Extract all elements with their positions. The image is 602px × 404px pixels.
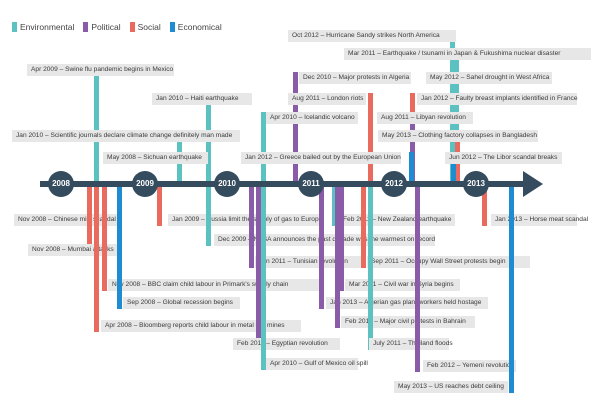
event-label: Aug 2011 – Libyan revolution: [377, 112, 473, 124]
legend-swatch: [169, 22, 175, 32]
year-marker-2010: 2010: [214, 171, 240, 197]
year-marker-2008: 2008: [48, 171, 74, 197]
event-label: Dec 2010 – Major protests in Algeria: [299, 72, 411, 84]
event-label: Jan 2009 – Russia limit the supply of ga…: [168, 214, 322, 226]
event-label: May 2012 – Sahel drought in West Africa: [426, 72, 552, 84]
event-bar: [102, 184, 107, 291]
event-label: Sep 2011 – Occupy Wall Street protests b…: [367, 256, 530, 268]
event-label: Feb 2012 – Yemeni revolution: [423, 360, 516, 372]
legend-label: Political: [91, 22, 121, 32]
event-label: Feb 2011 – New Zealand earthquake: [339, 214, 455, 226]
year-marker-2009: 2009: [132, 171, 158, 197]
legend-item-env: Environmental: [12, 22, 74, 32]
event-label: Jan 2013 – Horse meat scandal: [491, 214, 588, 226]
event-bar: [319, 184, 324, 309]
event-label: Jan 2010 – Scientific journals declare c…: [12, 130, 240, 142]
event-bar: [451, 152, 456, 184]
legend-item-eco: Economical: [169, 22, 222, 32]
year-marker-2012: 2012: [381, 171, 407, 197]
event-label: Nov 2008 – BBC claim child labour in Pri…: [108, 279, 324, 291]
legend-swatch: [12, 22, 17, 32]
legend-item-pol: Political: [83, 22, 121, 32]
legend-label: Social: [137, 22, 161, 32]
event-bar: [261, 112, 266, 184]
event-label: May 2008 – Sichuan earthquake: [103, 152, 208, 164]
event-bar: [206, 184, 211, 246]
event-label: Apr 2010 – Gulf of Mexico oil spill: [266, 358, 368, 370]
event-bar: [335, 184, 340, 328]
event-bar: [450, 30, 455, 184]
event-label: May 2013 – Clothing factory collapses in…: [378, 130, 538, 142]
event-bar: [332, 184, 337, 226]
event-label: Mar 2011 – Earthquake / tsunami in Japan…: [344, 48, 591, 60]
event-label: Nov 2008 – Chinese milk scandal: [14, 214, 118, 226]
event-label: Apr 2008 – Bloomberg reports child labou…: [101, 320, 301, 332]
event-bar: [293, 72, 298, 184]
event-bar: [339, 184, 344, 291]
event-label: Jan 2012 – Greece bailed out by the Euro…: [241, 152, 401, 164]
event-bar: [261, 184, 266, 370]
event-bar: [361, 184, 366, 268]
event-label: Oct 2012 – Hurricane Sandy strikes North…: [288, 30, 456, 42]
event-bar: [157, 184, 162, 226]
legend-swatch: [129, 22, 135, 32]
event-label: Feb 2011 – Egyptian revolution: [233, 338, 340, 350]
legend-swatch: [83, 22, 89, 32]
event-bar: [415, 184, 420, 372]
event-bar: [94, 184, 99, 332]
legend-item-soc: Social: [129, 22, 161, 32]
year-marker-2011: 2011: [298, 171, 324, 197]
event-label: Dec 2009 – NASA announces the past decad…: [214, 234, 435, 246]
event-label: Mar 2011 – Civil war in Syria begins: [345, 279, 460, 291]
event-bar: [256, 184, 261, 350]
event-label: Sep 2008 – Global recession begins: [123, 297, 240, 309]
legend-label: Economical: [177, 22, 222, 32]
event-bar: [87, 184, 92, 256]
event-bar: [368, 93, 373, 184]
event-label: Feb 2011 – Major civil protests in Bahra…: [341, 316, 475, 328]
event-label: July 2011 – Thailand floods: [369, 338, 453, 350]
event-bar: [368, 184, 373, 350]
event-bar: [94, 64, 99, 184]
event-bar: [482, 184, 487, 226]
event-label: May 2013 – US reaches debt ceiling: [394, 381, 508, 393]
event-label: Aug 2011 – London riots: [288, 93, 366, 105]
legend-label: Environmental: [20, 22, 75, 32]
event-bar: [117, 184, 122, 309]
legend: Environmental Political Social Economical: [12, 20, 231, 34]
event-bar: [509, 184, 514, 393]
event-label: Jan 2013 – Algerian gas plant workers he…: [326, 297, 488, 309]
year-marker-2013: 2013: [463, 171, 489, 197]
event-label: Jan 2010 – Haiti earthquake: [152, 93, 252, 105]
event-label: Apr 2010 – Icelandic volcano: [266, 112, 358, 124]
event-bar: [94, 152, 99, 184]
event-label: Jan 2012 – Faulty breast implants identi…: [417, 93, 578, 105]
event-label: Jun 2012 – The Libor scandal breaks: [445, 152, 562, 164]
event-bar: [409, 152, 414, 184]
event-bar: [249, 184, 254, 268]
timeline-arrow-icon: [523, 171, 543, 197]
event-label: Apr 2009 – Swine flu pandemic begins in …: [27, 64, 174, 76]
event-bar: [454, 72, 459, 184]
event-label: Jan 2011 – Tunisian revolution: [255, 256, 363, 268]
timeline-axis: [40, 181, 528, 187]
event-bar: [410, 112, 415, 184]
